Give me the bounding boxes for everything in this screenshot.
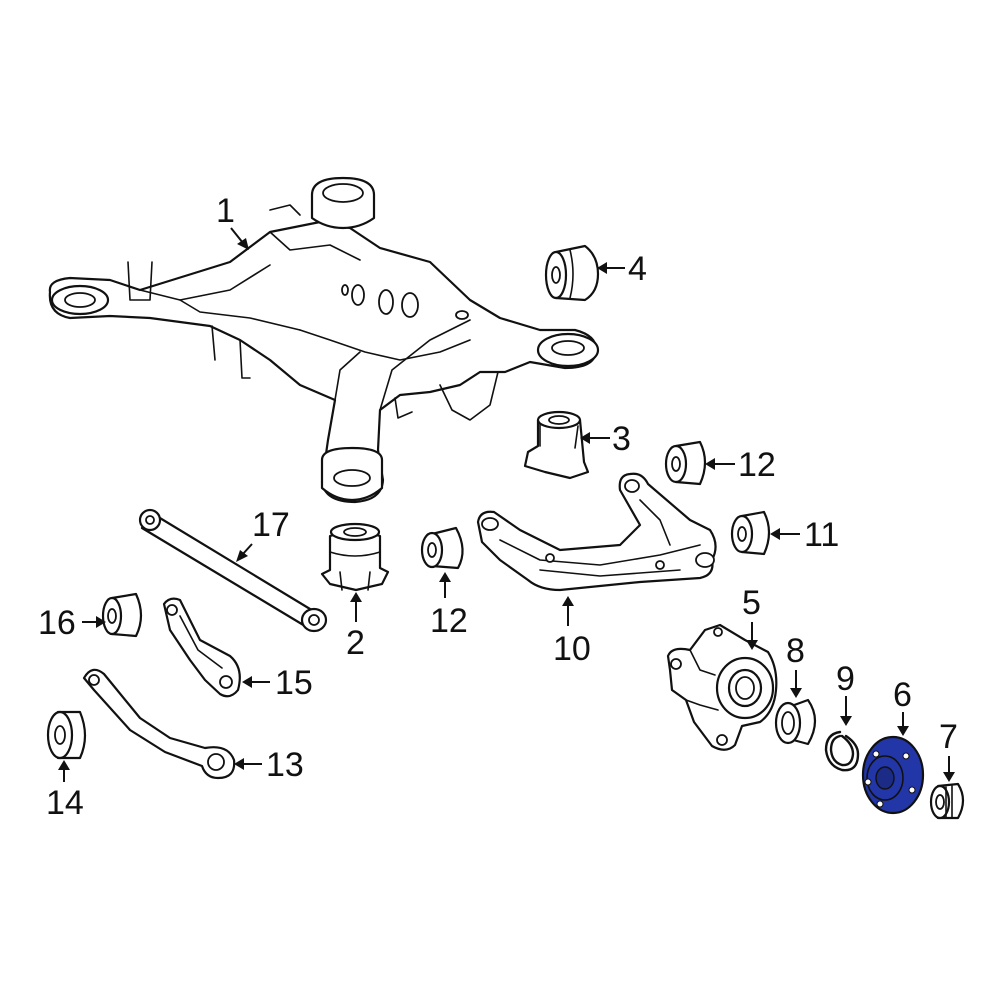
part-7-nut[interactable] xyxy=(929,782,965,820)
callout-10: 10 xyxy=(553,630,591,668)
part-10-control-arm[interactable] xyxy=(476,472,717,592)
part-12-bushing-lower[interactable] xyxy=(420,526,464,570)
part-1-subframe[interactable] xyxy=(48,176,600,504)
callout-leaders xyxy=(58,227,955,782)
callout-17: 17 xyxy=(252,506,290,544)
callout-16: 16 xyxy=(38,604,76,642)
callout-11: 11 xyxy=(804,516,839,554)
part-16-bushing[interactable] xyxy=(101,592,143,638)
callout-8: 8 xyxy=(786,632,805,670)
part-14-bushing[interactable] xyxy=(46,710,87,760)
callout-5: 5 xyxy=(742,584,761,622)
part-15-link[interactable] xyxy=(162,597,241,698)
part-9-snap-ring[interactable] xyxy=(824,730,860,772)
part-17-link[interactable] xyxy=(138,508,328,633)
callout-6: 6 xyxy=(893,676,912,714)
part-12-bushing-upper[interactable] xyxy=(664,440,707,486)
part-5-knuckle[interactable] xyxy=(666,623,778,751)
part-4-bushing[interactable] xyxy=(544,244,600,302)
part-6-hub-highlighted[interactable] xyxy=(861,735,925,815)
part-8-bearing[interactable] xyxy=(774,698,817,746)
callout-labels: 1 2 3 4 5 6 7 8 9 10 11 12 12 13 14 15 1… xyxy=(38,192,958,822)
callout-12-lower: 12 xyxy=(430,602,468,640)
callout-3: 3 xyxy=(612,420,631,458)
part-13-link[interactable] xyxy=(82,668,236,780)
part-11-bushing[interactable] xyxy=(730,510,771,556)
part-3-mount[interactable] xyxy=(523,410,590,480)
callout-7: 7 xyxy=(939,718,958,756)
callout-15: 15 xyxy=(275,664,313,702)
callout-13: 13 xyxy=(266,746,304,784)
callout-14: 14 xyxy=(46,784,84,822)
callout-1: 1 xyxy=(216,192,235,230)
callout-2: 2 xyxy=(346,624,365,662)
callout-4: 4 xyxy=(628,250,647,288)
callout-12-upper: 12 xyxy=(738,446,776,484)
part-2-mount[interactable] xyxy=(320,522,390,592)
callout-9: 9 xyxy=(836,660,855,698)
